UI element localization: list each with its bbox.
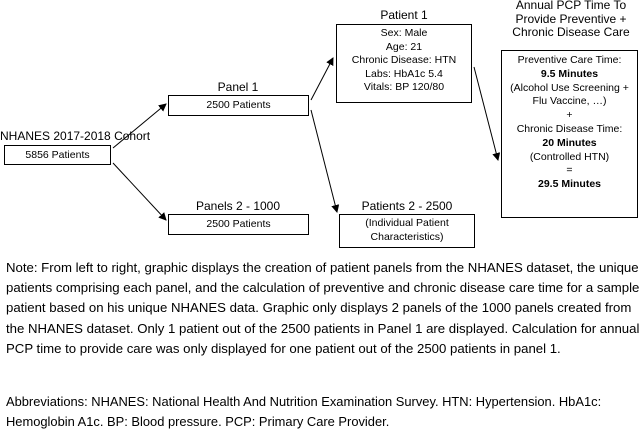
pcp-time-title-line-1: Annual PCP Time To: [515, 0, 627, 12]
patients-rest-title: Patients 2 - 2500: [361, 199, 453, 213]
preventive-care-detail-2: Flu Vaccine, …): [532, 95, 607, 108]
arrow-panel1-to-patient1: [310, 57, 334, 101]
cohort-box: 5856 Patients: [4, 145, 111, 165]
total-time-value: 29.5 Minutes: [537, 178, 602, 191]
chronic-disease-value: 20 Minutes: [542, 136, 597, 149]
patient1-box: Sex: Male Age: 21 Chronic Disease: HTN L…: [336, 24, 472, 103]
plus-sign: +: [566, 109, 573, 122]
pcp-time-title-line-3: Chronic Disease Care: [512, 25, 630, 39]
patient1-age: Age: 21: [385, 40, 423, 53]
figure-note: Note: From left to right, graphic displa…: [6, 260, 640, 356]
arrow-cohort-to-panels-rest: [112, 162, 167, 221]
arrow-panel1-to-patients-rest: [310, 109, 340, 213]
pcp-time-title: Annual PCP Time To Provide Preventive + …: [500, 0, 642, 40]
patient1-labs: Labs: HbA1c 5.4: [365, 67, 443, 80]
patient1-sex: Sex: Male: [380, 27, 428, 39]
arrow-cohort-to-panel1: [112, 103, 167, 149]
equals-sign: =: [566, 164, 573, 177]
cohort-count: 5856 Patients: [25, 149, 90, 161]
panel1-title: Panel 1: [217, 80, 259, 94]
arrow-patient1-to-pcp-time: [473, 66, 501, 161]
chronic-disease-label: Chronic Disease Time:: [516, 122, 623, 135]
cohort-title: NHANES 2017-2018 Cohort: [0, 129, 151, 143]
preventive-care-value: 9.5 Minutes: [540, 67, 599, 80]
patient1-chronic-disease: Chronic Disease: HTN: [351, 54, 457, 66]
patients-rest-detail-1: (Individual Patient: [365, 217, 449, 229]
panels-rest-count: 2500 Patients: [206, 218, 271, 230]
panels-rest-title: Panels 2 - 1000: [195, 199, 281, 213]
flow-diagram-connectors: [112, 57, 501, 221]
abbreviations-note: Abbreviations: NHANES: National Health A…: [6, 394, 602, 430]
panels-rest-box: 2500 Patients: [168, 214, 309, 235]
panel1-count: 2500 Patients: [206, 99, 271, 111]
pcp-time-box: Preventive Care Time: 9.5 Minutes (Alcoh…: [501, 50, 638, 218]
preventive-care-label: Preventive Care Time:: [517, 54, 622, 66]
patient1-vitals: Vitals: BP 120/80: [363, 81, 445, 93]
panel1-box: 2500 Patients: [168, 95, 309, 116]
preventive-care-detail-1: (Alcohol Use Screening +: [510, 81, 629, 94]
chronic-disease-detail: (Controlled HTN): [529, 150, 610, 163]
patients-rest-detail-2: Characteristics): [370, 230, 444, 243]
patient1-title: Patient 1: [380, 8, 428, 22]
patients-rest-box: (Individual Patient Characteristics): [339, 214, 475, 248]
pcp-time-title-line-2: Provide Preventive +: [515, 11, 627, 26]
